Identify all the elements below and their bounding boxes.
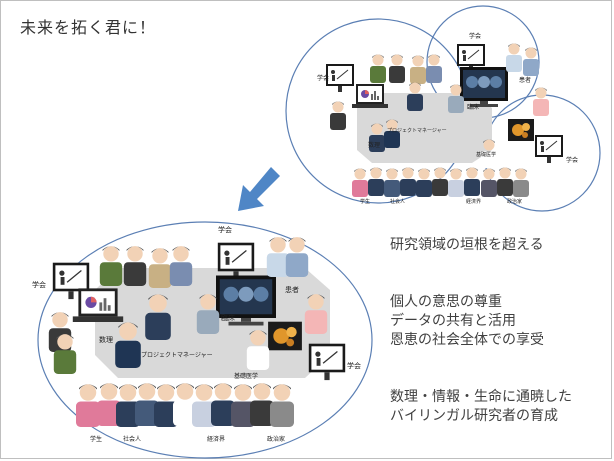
label-seijika: 政治家 [507,198,522,205]
label-gakkai-3: 学会 [566,156,578,164]
label-seijika-large: 政治家 [267,435,285,443]
label-gakkai-a: 学会 [32,280,46,289]
label-suri-large: 数理 [99,335,113,344]
label-kiso: 基礎医学 [476,151,496,158]
message-line-3a: 数理・情報・生命に通暁した [390,389,572,405]
slide-title: 未来を拓く君に！ [20,18,157,37]
label-gakkai-2: 学会 [469,32,481,40]
arrow [238,167,280,211]
label-rinsho-large: 臨床 [221,313,235,322]
label-gakkai-c: 学会 [347,361,361,370]
label-keizaikai-large: 経済界 [207,435,225,443]
message-line-2b: データの共有と活用 [390,313,516,329]
message-block-3: 数理・情報・生命に通暁した バイリンガル研究者の育成 [390,388,572,426]
label-gakusei-large: 学生 [90,435,102,443]
label-pm: プロジェクトマネージャー [387,128,447,134]
label-kanja-large: 患者 [285,285,299,294]
message-line-3b: バイリンガル研究者の育成 [390,408,558,424]
label-shakaijin: 社会人 [390,198,405,205]
label-gakkai-b: 学会 [218,225,232,234]
label-gakusei: 学生 [360,198,370,205]
large-crowd [76,383,294,427]
small-scene: 学会 学会 学会 数理 プロジェクトマネージャー 臨床 患者 基礎医学 学生 社… [285,5,601,212]
label-kanja: 患者 [519,76,531,84]
label-shakaijin-large: 社会人 [123,435,141,443]
message-line-2c: 恩恵の社会全体での享受 [390,332,544,348]
label-rinsho: 臨床 [467,103,479,111]
label-pm-large: プロジェクトマネージャー [141,352,213,359]
label-keizaikai: 経済界 [466,198,481,205]
label-suri: 数理 [368,141,380,149]
message-line-1: 研究領域の垣根を超える [390,237,544,253]
message-line-2a: 個人の意思の尊重 [390,294,502,310]
small-crowd [352,167,529,197]
label-kiso-large: 基礎医学 [234,372,258,380]
message-block-2: 個人の意思の尊重 データの共有と活用 恩恵の社会全体での享受 [390,293,544,350]
message-block-1: 研究領域の垣根を超える [390,236,544,255]
large-scene: 学会 学会 学会 数理 プロジェクトマネージャー 臨床 患者 基礎医学 学生 社… [32,221,373,459]
large-circle [37,221,373,459]
label-gakkai-1: 学会 [317,74,329,82]
